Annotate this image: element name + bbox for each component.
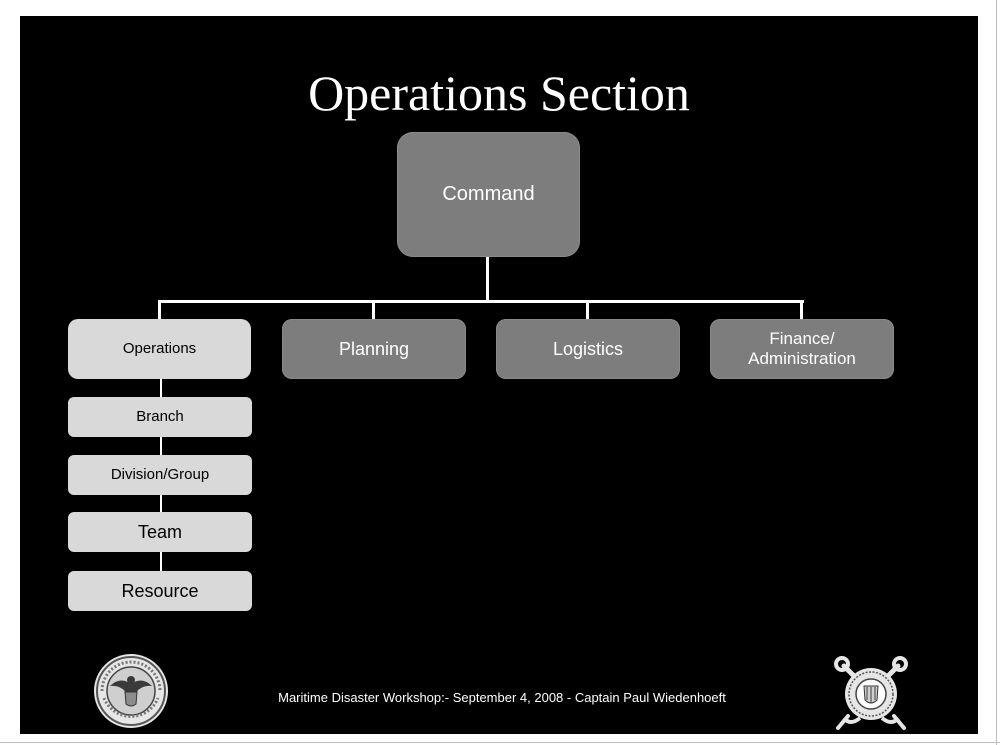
- node-planning: Planning: [282, 319, 466, 379]
- node-resource-label: Resource: [121, 580, 199, 601]
- node-finance-administration: Finance/ Administration: [710, 319, 894, 379]
- page-frame-bottom: [0, 742, 1000, 743]
- node-logistics: Logistics: [496, 319, 680, 379]
- node-branch: Branch: [68, 397, 252, 437]
- node-command-label: Command: [442, 183, 535, 205]
- slide-title: Operations Section: [308, 65, 690, 121]
- node-planning-label: Planning: [338, 338, 410, 359]
- node-division-group: Division/Group: [68, 455, 252, 495]
- connector-horizontal-bus: [158, 300, 804, 303]
- page-frame-right: [996, 0, 997, 745]
- node-branch-label: Branch: [136, 408, 184, 426]
- connector-finance: [800, 300, 803, 320]
- slide: Operations Section Command Operations Pl…: [20, 16, 978, 734]
- node-finance-administration-label: Finance/ Administration: [748, 329, 856, 368]
- connector-command-stem: [486, 256, 489, 302]
- uscg-emblem-icon: [830, 652, 912, 732]
- node-logistics-label: Logistics: [552, 338, 624, 359]
- connector-logistics: [586, 300, 589, 320]
- connector-planning: [372, 300, 375, 320]
- node-team: Team: [68, 512, 252, 552]
- slide-footer: Maritime Disaster Workshop:- September 4…: [278, 690, 726, 705]
- node-command: Command: [397, 132, 580, 257]
- node-operations-label: Operations: [122, 340, 197, 358]
- node-operations: Operations: [68, 319, 251, 379]
- node-resource: Resource: [68, 571, 252, 611]
- connector-operations: [158, 300, 161, 320]
- node-team-label: Team: [137, 521, 182, 542]
- node-division-group-label: Division/Group: [110, 466, 210, 484]
- dhs-seal-icon: [92, 652, 170, 730]
